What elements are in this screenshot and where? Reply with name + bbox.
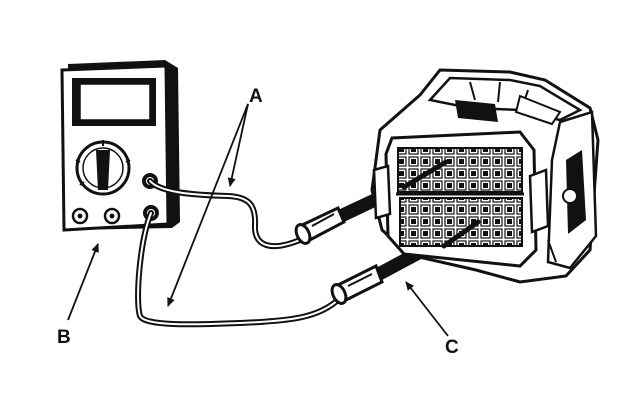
- callout-b-line: [67, 243, 99, 321]
- label-c: C: [445, 337, 459, 358]
- multimeter-icon: [60, 60, 180, 232]
- upper-pin-block: [397, 147, 523, 193]
- callout-c-line: [405, 281, 449, 337]
- lower-pin-block: [399, 197, 523, 247]
- upper-probe-tip: [401, 159, 449, 190]
- selector-dial: [75, 140, 131, 196]
- lower-probe-tip: [441, 219, 481, 249]
- callout-a-lines: [167, 103, 249, 307]
- label-a: A: [249, 86, 263, 107]
- label-b: B: [57, 327, 71, 348]
- lower-jacks: [71, 207, 121, 225]
- ecu-connector-icon: [370, 68, 600, 284]
- display-window: [72, 78, 156, 126]
